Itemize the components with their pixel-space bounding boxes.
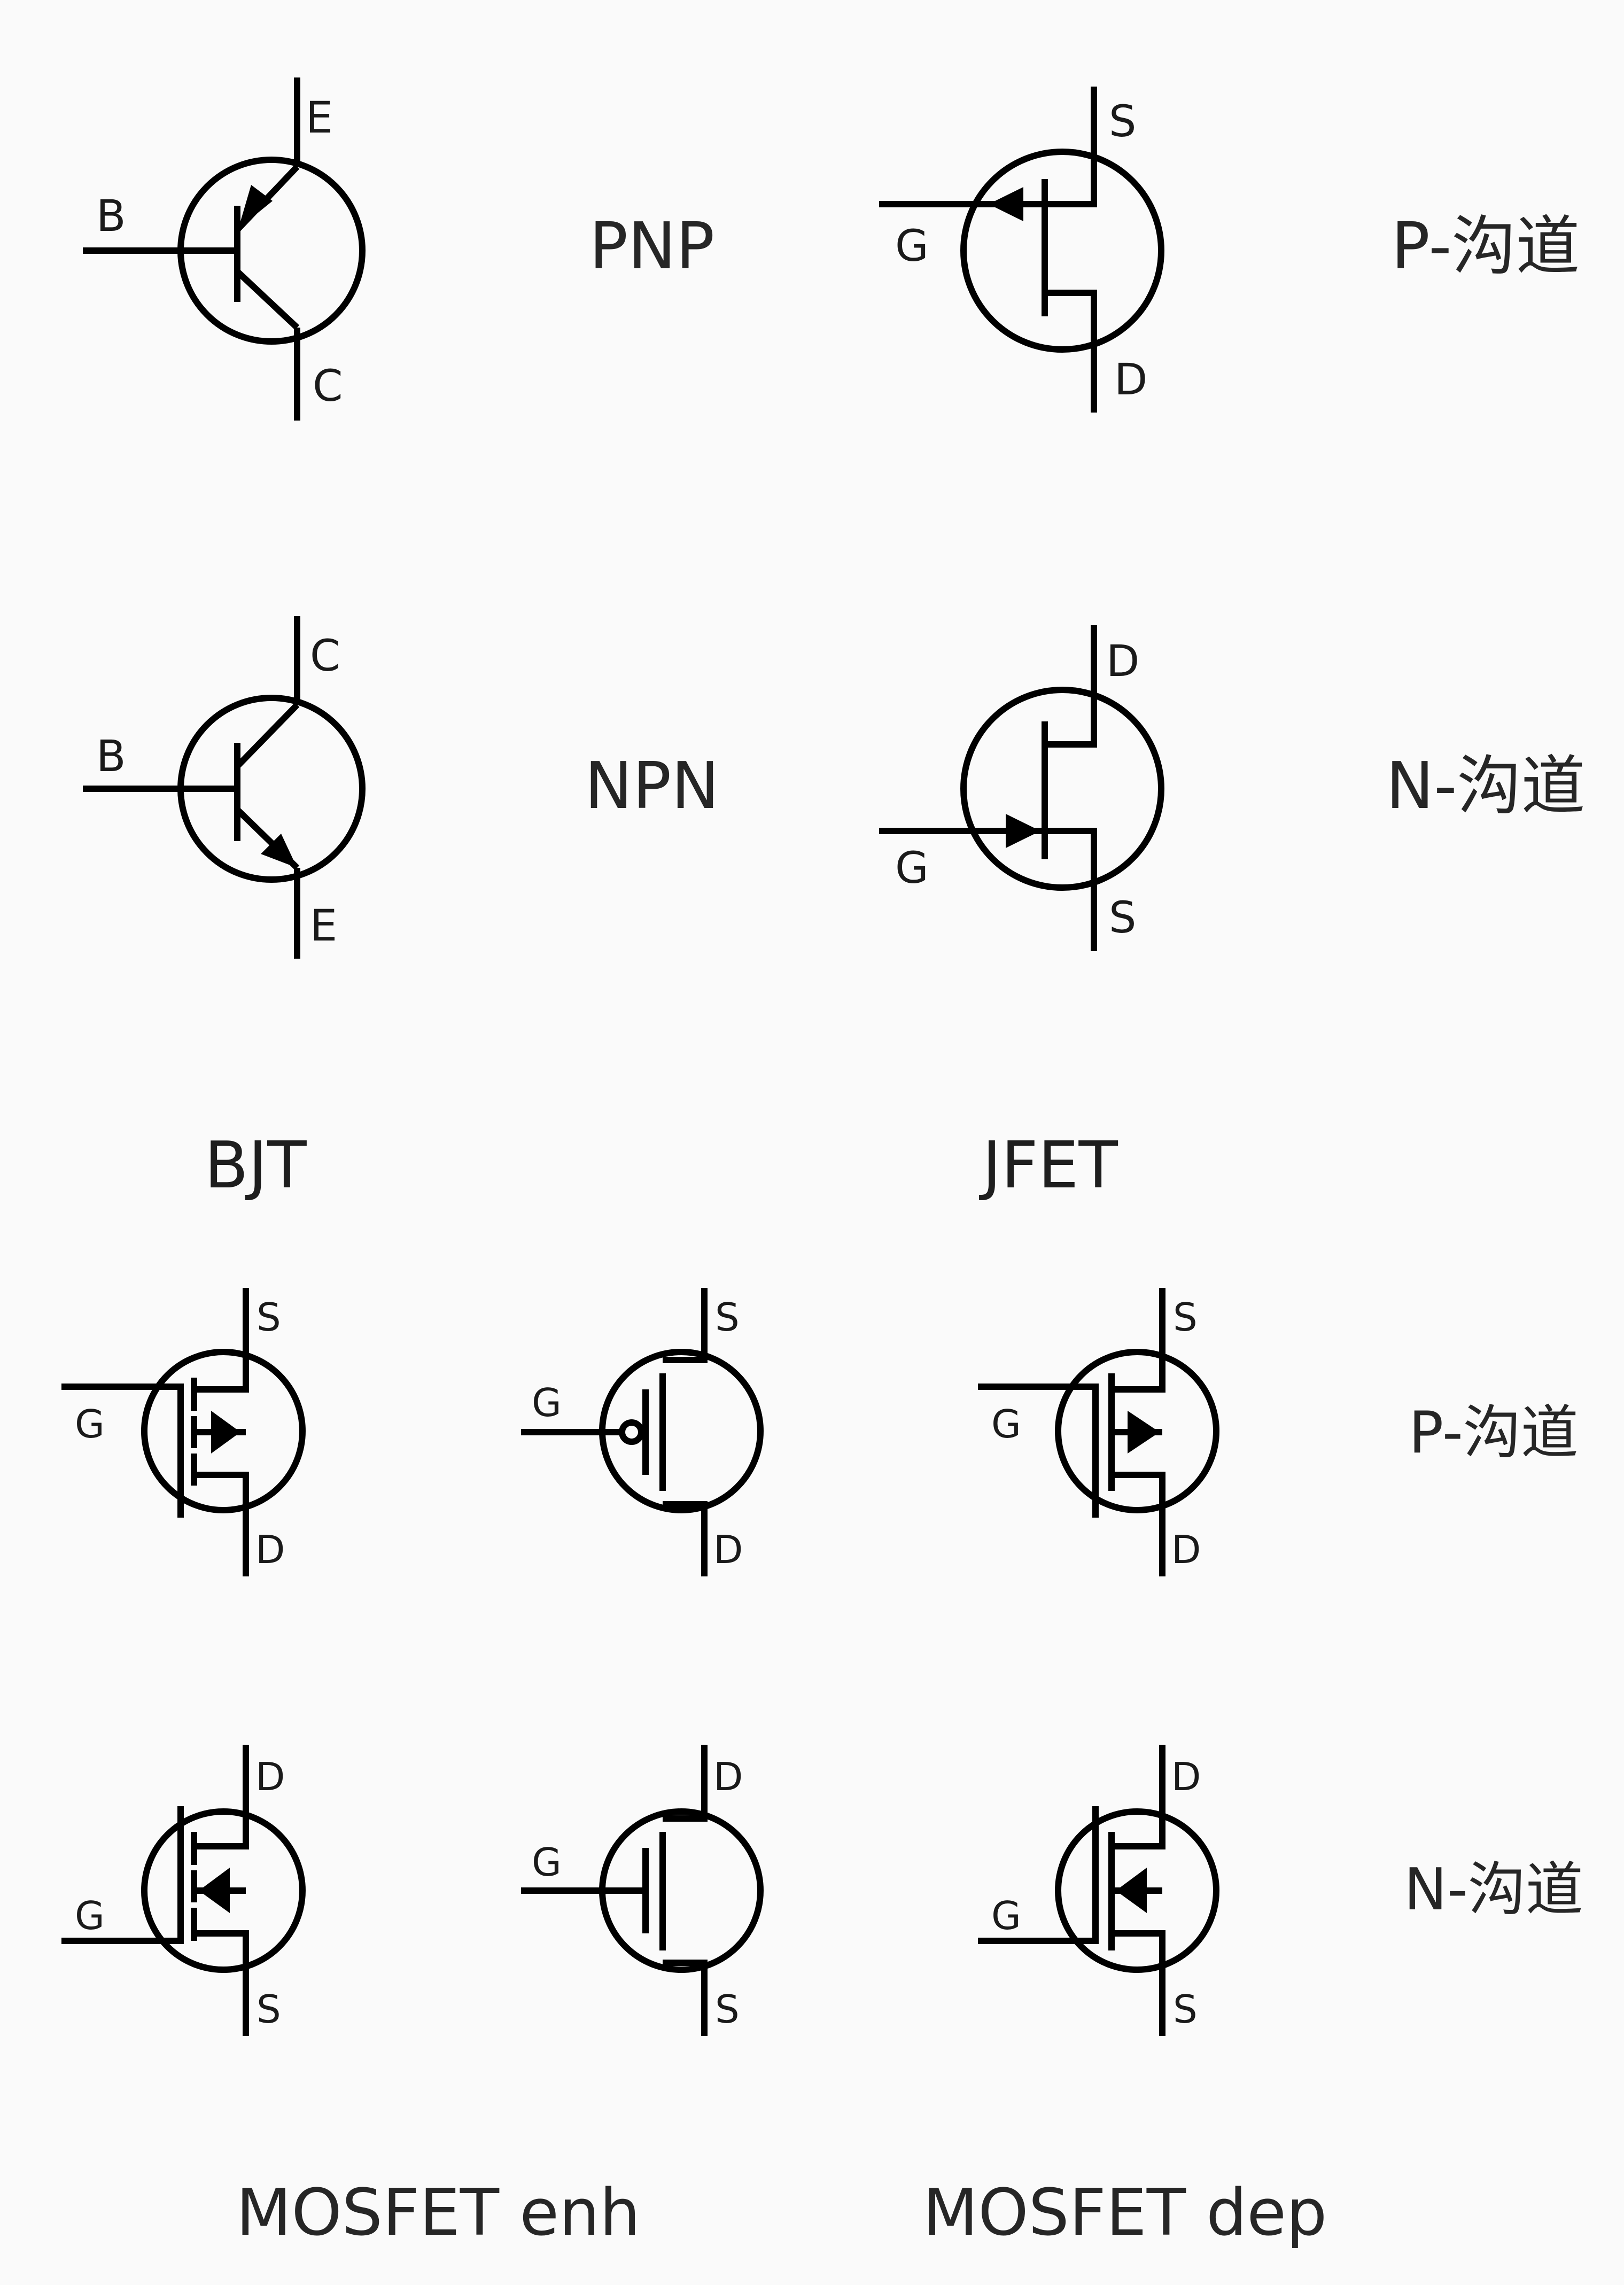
- pin-label-g: G: [532, 1840, 562, 1885]
- body-arrow-icon: [1116, 1868, 1147, 1913]
- pin-label-c: C: [313, 361, 343, 411]
- pin-label-s: S: [257, 1295, 281, 1340]
- npn-label: NPN: [585, 749, 719, 823]
- pin-label-s: S: [1173, 1987, 1198, 2032]
- pin-label-s: S: [715, 1987, 740, 2032]
- pin-label-s: S: [1173, 1295, 1198, 1340]
- bjt-caption: BJT: [204, 1129, 307, 1203]
- pin-label-g: G: [75, 1893, 105, 1938]
- pin-label-b: B: [96, 191, 126, 242]
- body-arrow-icon: [211, 1411, 240, 1454]
- pin-label-e: E: [310, 901, 337, 951]
- pin-label-c: C: [310, 631, 340, 681]
- p-channel-mosfet-simple-symbol: S G D: [521, 1288, 764, 1576]
- pin-label-d: D: [1171, 1527, 1201, 1572]
- pin-label-g: G: [991, 1402, 1021, 1447]
- jfet-caption: JFET: [978, 1129, 1118, 1203]
- npn-bjt-symbol: C B E: [83, 616, 366, 959]
- pin-label-d: D: [1171, 1754, 1201, 1799]
- gate-arrow-icon: [1006, 814, 1040, 848]
- pin-label-d: D: [713, 1527, 743, 1572]
- pin-label-g: G: [895, 843, 929, 893]
- emitter-arrow-icon: [238, 185, 273, 229]
- pin-label-s: S: [1109, 97, 1136, 147]
- pin-label-g: G: [895, 221, 929, 271]
- pin-label-b: B: [96, 732, 126, 782]
- n-channel-mosfet-simple-symbol: D G S: [521, 1745, 764, 2036]
- pin-label-d: D: [1114, 355, 1147, 405]
- p-channel-jfet-symbol: S G D: [879, 87, 1164, 413]
- n-channel-mosfet-dep-symbol: D G S: [978, 1745, 1219, 2036]
- mosfet-dep-caption: MOSFET dep: [923, 2176, 1327, 2250]
- p-channel-mosfet-enh-symbol: S G D: [61, 1288, 306, 1576]
- pin-label-s: S: [715, 1295, 740, 1340]
- pin-label-g: G: [991, 1893, 1021, 1938]
- mosfet-n-channel-label: N-沟道: [1404, 1856, 1583, 1923]
- pin-label-s: S: [1109, 893, 1136, 943]
- pnp-bjt-symbol: E B C: [83, 77, 366, 421]
- pin-label-d: D: [255, 1754, 285, 1799]
- mosfet-enh-caption: MOSFET enh: [236, 2176, 640, 2250]
- n-channel-jfet-symbol: D G S: [879, 625, 1164, 951]
- emitter-arrow-icon: [261, 834, 297, 868]
- pin-label-d: D: [255, 1527, 285, 1572]
- pnp-label: PNP: [589, 209, 715, 284]
- jfet-p-channel-label: P-沟道: [1391, 209, 1580, 284]
- body-arrow-icon: [1128, 1411, 1160, 1454]
- pin-label-g: G: [75, 1402, 105, 1447]
- p-channel-mosfet-dep-symbol: S G D: [978, 1288, 1219, 1576]
- mosfet-p-channel-label: P-沟道: [1409, 1400, 1579, 1466]
- n-channel-mosfet-enh-symbol: D G S: [61, 1745, 306, 2036]
- jfet-n-channel-label: N-沟道: [1386, 749, 1585, 823]
- pin-label-s: S: [257, 1987, 281, 2032]
- body-arrow-icon: [199, 1868, 230, 1913]
- pin-label-g: G: [532, 1380, 562, 1425]
- gate-arrow-icon: [989, 187, 1023, 221]
- pin-label-e: E: [306, 93, 333, 143]
- pin-label-d: D: [1106, 636, 1139, 687]
- pin-label-d: D: [713, 1754, 743, 1799]
